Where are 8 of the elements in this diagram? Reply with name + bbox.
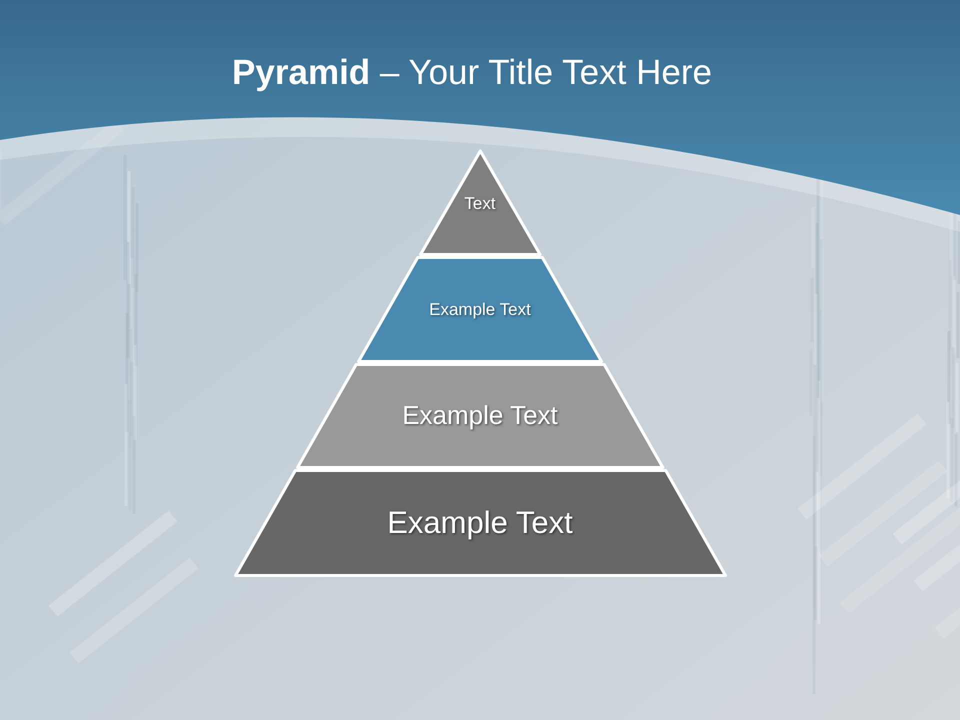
tier-label: Example Text (402, 401, 558, 431)
tier-label: Example Text (387, 505, 573, 541)
tier-label: Example Text (429, 300, 531, 320)
pyramid-tier (418, 148, 542, 256)
pyramid-tier (356, 256, 604, 363)
tier-label: Text (464, 194, 496, 214)
slide-title: Pyramid – Your Title Text Here (232, 52, 712, 94)
pyramid-tier (294, 363, 666, 469)
